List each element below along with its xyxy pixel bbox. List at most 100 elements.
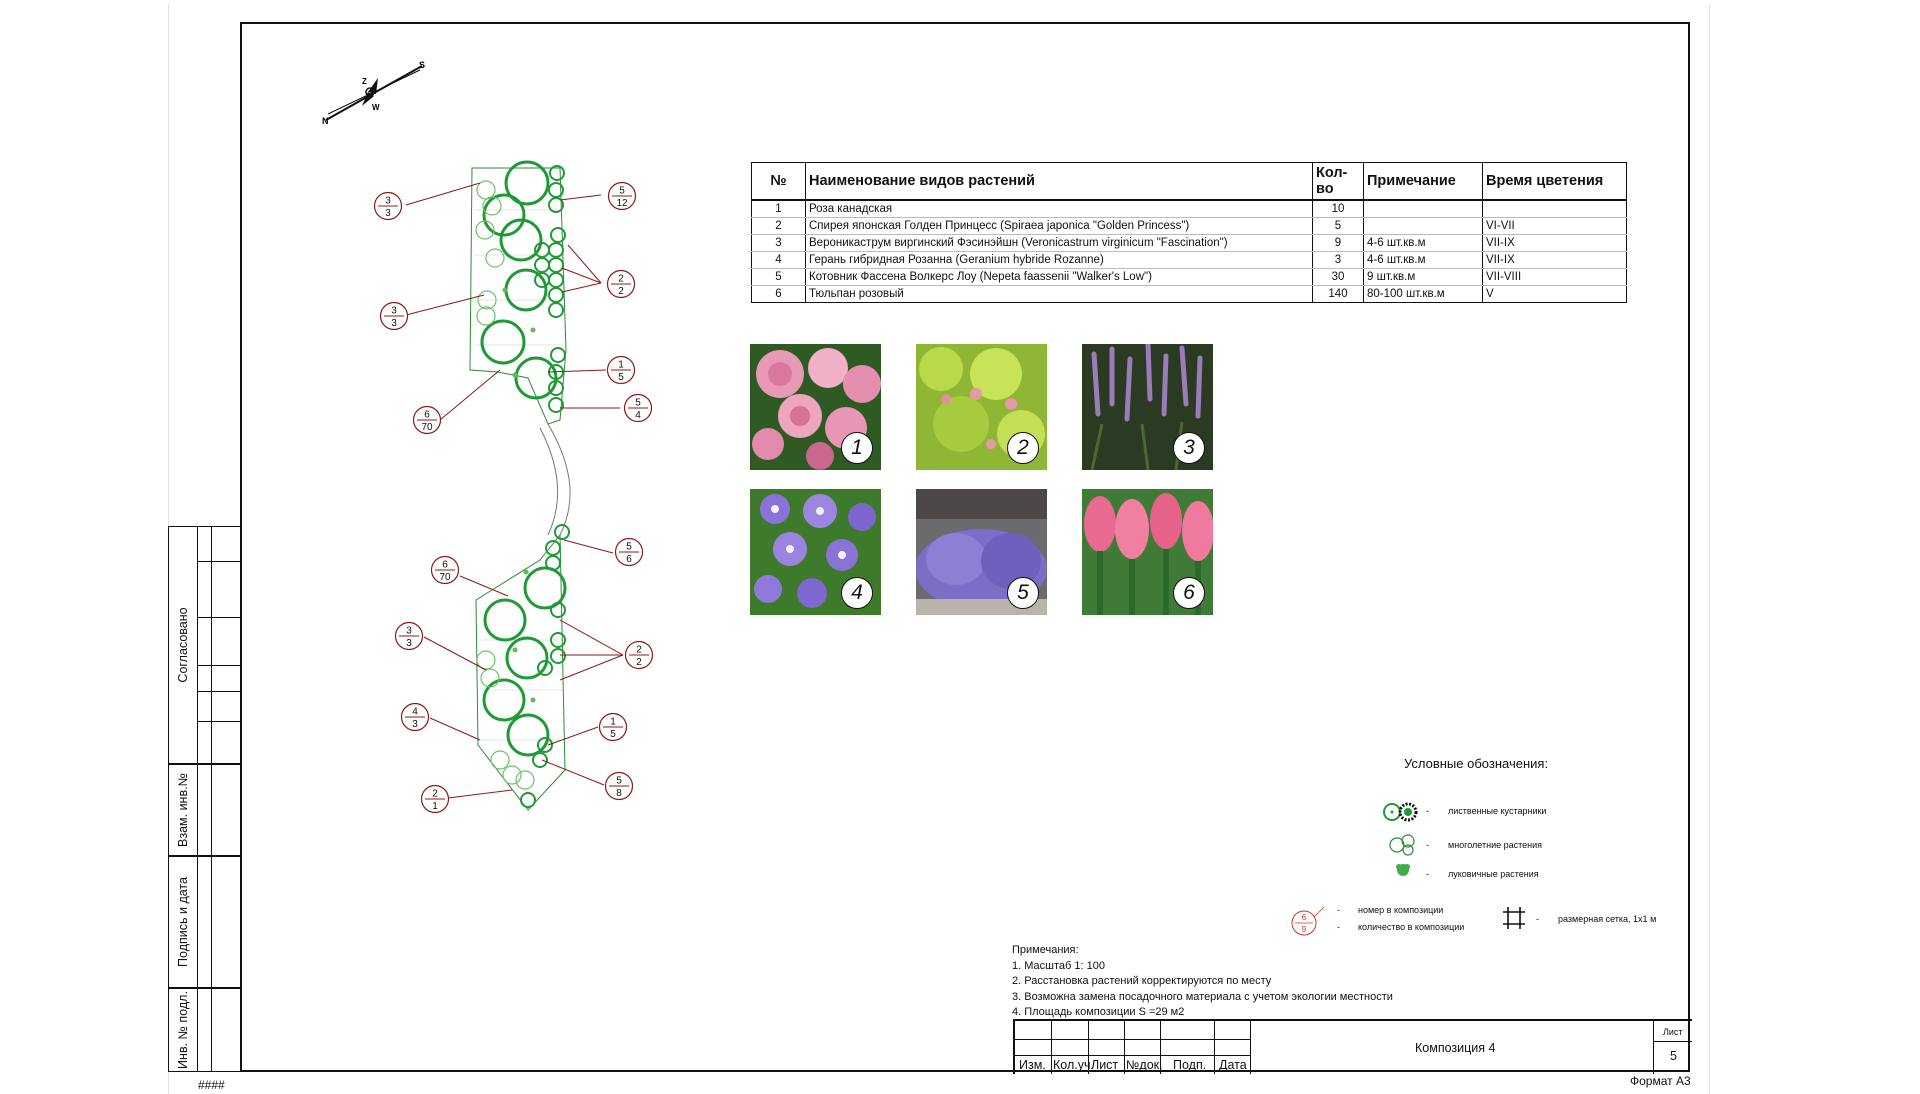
inv-label: Инв. № подл. — [176, 991, 190, 1069]
grid-legend-icon — [1503, 907, 1525, 929]
row-count: 140 — [1312, 285, 1364, 303]
compass-w: W — [372, 103, 380, 112]
svg-text:2: 2 — [636, 645, 642, 656]
col-bloom-header: Время цветения — [1482, 162, 1627, 201]
svg-text:5: 5 — [619, 186, 625, 197]
photo-number-badge: 1 — [841, 432, 873, 464]
legend-dash-number: - — [1337, 905, 1340, 915]
col-list: Лист — [1091, 1058, 1119, 1072]
col-number-header: № — [751, 162, 806, 201]
svg-text:1: 1 — [432, 801, 438, 812]
row-number: 1 — [751, 200, 806, 218]
vzam-stamp: Взам. инв.№ — [168, 764, 240, 856]
svg-text:4: 4 — [635, 410, 641, 421]
row-bloom: V — [1482, 285, 1627, 303]
row-name: Герань гибридная Розанна (Geranium hybri… — [805, 251, 1313, 269]
table-row: 5 Котовник Фассена Волкерс Лоу (Nepeta f… — [751, 268, 1627, 286]
col-note-header: Примечание — [1363, 162, 1483, 201]
note-line: 1. Масштаб 1: 100 — [1012, 959, 1105, 972]
col-data: Дата — [1219, 1058, 1247, 1072]
row-note: 9 шт.кв.м — [1363, 268, 1483, 286]
col-izm: Изм. — [1019, 1058, 1046, 1072]
photo-veronicastrum: 3 — [1082, 344, 1213, 470]
legend-dash-quantity: - — [1337, 922, 1340, 932]
svg-text:5: 5 — [618, 372, 624, 383]
row-count: 9 — [1312, 234, 1364, 252]
podpis-label: Подпись и дата — [176, 877, 190, 967]
svg-text:8: 8 — [616, 788, 622, 799]
row-bloom: VII-IX — [1482, 234, 1627, 252]
composition-title: Композиция 4 — [1415, 1041, 1496, 1055]
legend-dash-bulbs: - — [1426, 869, 1429, 879]
legend-dash-perennials: - — [1426, 840, 1429, 850]
svg-text:2: 2 — [636, 657, 642, 668]
compass-rose-icon: S N Z W — [322, 60, 425, 126]
legend-dash-grid: - — [1536, 914, 1539, 924]
row-count: 10 — [1312, 200, 1364, 218]
legend-number-label: номер в композиции — [1358, 905, 1444, 915]
format-label: Формат А3 — [1630, 1074, 1691, 1088]
row-note — [1363, 200, 1483, 218]
compass-n: N — [322, 116, 329, 126]
row-number: 4 — [751, 251, 806, 269]
row-note: 80-100 шт.кв.м — [1363, 285, 1483, 303]
svg-text:3: 3 — [385, 208, 391, 219]
row-name: Роза канадская — [805, 200, 1313, 218]
row-count: 3 — [1312, 251, 1364, 269]
approval-stamp: Согласовано — [168, 526, 240, 764]
title-block: Изм. Кол.уч. Лист №док. Подп. Дата Компо… — [1013, 1019, 1692, 1074]
row-name: Тюльпан розовый — [805, 285, 1313, 303]
podpis-stamp: Подпись и дата — [168, 856, 240, 988]
svg-text:1: 1 — [610, 717, 616, 728]
svg-text:1: 1 — [618, 360, 624, 371]
compass-s: S — [419, 60, 425, 70]
svg-text:6: 6 — [1302, 913, 1307, 922]
row-name: Котовник Фассена Волкерс Лоу (Nepeta faa… — [805, 268, 1313, 286]
legend-dash-shrubs: - — [1426, 806, 1429, 816]
row-bloom: VII-IX — [1482, 251, 1627, 269]
plant-species-table: № Наименование видов растений Кол- во Пр… — [751, 162, 1627, 303]
sheet-label: Лист — [1663, 1027, 1683, 1037]
photo-number-badge: 4 — [841, 577, 873, 609]
compass-z: Z — [362, 77, 367, 86]
svg-text:3: 3 — [406, 626, 412, 637]
row-bloom: VII-VIII — [1482, 268, 1627, 286]
table-row: 4 Герань гибридная Розанна (Geranium hyb… — [751, 251, 1627, 269]
callout-legend-sample: 6 9 — [1290, 905, 1326, 944]
row-number: 3 — [751, 234, 806, 252]
corner-mark: #### — [198, 1078, 225, 1092]
col-count-header: Кол- во — [1312, 162, 1364, 201]
row-number: 2 — [751, 217, 806, 235]
photo-spiraea: 2 — [916, 344, 1047, 470]
notes-block: Примечания: 1. Масштаб 1: 100 2. Расстан… — [1012, 943, 1393, 1021]
legend-shrubs-label: лиственные кустарники — [1448, 806, 1547, 816]
svg-text:2: 2 — [432, 789, 438, 800]
perennial-legend-icon — [1389, 834, 1415, 856]
photo-geranium: 4 — [750, 489, 881, 615]
photo-number-badge: 3 — [1173, 432, 1205, 464]
photo-tulip: 6 — [1082, 489, 1213, 615]
svg-text:12: 12 — [616, 198, 628, 209]
notes-title: Примечания: — [1012, 944, 1079, 956]
svg-text:3: 3 — [412, 719, 418, 730]
row-name: Спирея японская Голден Принцесс (Spiraea… — [805, 217, 1313, 235]
svg-text:6: 6 — [424, 410, 430, 421]
svg-text:5: 5 — [626, 542, 632, 553]
row-note: 4-6 шт.кв.м — [1363, 234, 1483, 252]
svg-text:6: 6 — [626, 554, 632, 565]
table-row: 1 Роза канадская 10 — [751, 200, 1627, 218]
legend-quantity-label: количество в композиции — [1358, 922, 1465, 932]
col-name-header: Наименование видов растений — [805, 162, 1313, 201]
note-line: 2. Расстановка растений корректируются п… — [1012, 975, 1272, 987]
